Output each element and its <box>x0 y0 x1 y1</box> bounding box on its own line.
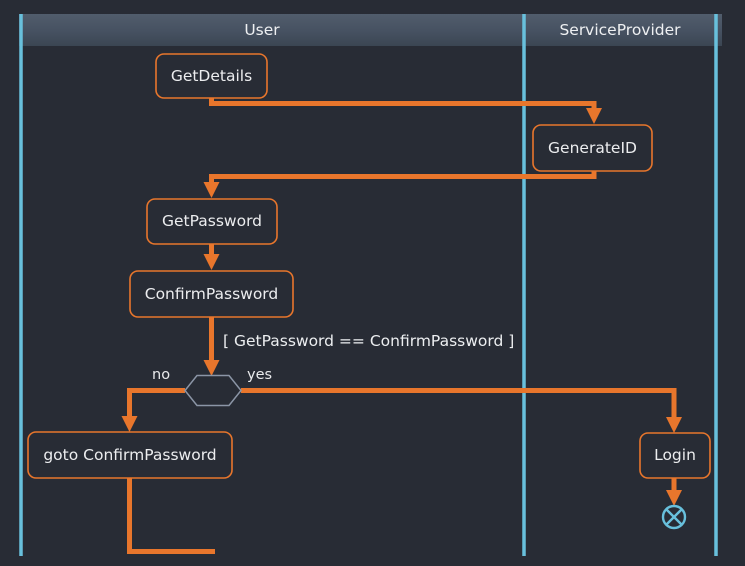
flow-edges <box>127 98 677 554</box>
arrowhead-into-decision <box>203 360 220 376</box>
arrowhead-into-goto <box>121 416 138 432</box>
edge-label-no: no <box>152 367 171 383</box>
activity-node-getpassword[interactable] <box>146 198 278 245</box>
arrowhead-into-confirmpassword <box>203 254 220 270</box>
activity-node-goto-confirmpassword[interactable] <box>27 431 233 479</box>
activity-node-generateid[interactable] <box>532 124 653 172</box>
edge-generateid-to-getpassword <box>209 171 597 192</box>
edge-decision-yes-to-login <box>241 388 677 426</box>
lane-title-user-text: User <box>244 21 280 39</box>
edge-getdetails-to-generateid <box>209 98 597 118</box>
decision-diamond[interactable] <box>184 374 242 407</box>
arrowhead-into-end <box>666 490 682 506</box>
activity-node-confirmpassword[interactable] <box>129 270 294 318</box>
arrowhead-into-getpassword <box>203 182 220 198</box>
activity-node-getdetails[interactable] <box>155 53 268 99</box>
arrowhead-into-login <box>666 417 682 433</box>
edge-goto-loopback <box>127 478 215 554</box>
activity-node-login[interactable] <box>639 432 711 479</box>
guard-condition-label: [ GetPassword == ConfirmPassword ] <box>223 332 515 350</box>
end-node-x-stroke-2 <box>665 508 683 526</box>
end-node[interactable] <box>661 504 687 530</box>
edge-label-yes: yes <box>247 367 273 383</box>
edge-decision-no-to-goto <box>127 388 185 425</box>
lane-title-serviceprovider: ServiceProvider <box>524 21 716 39</box>
lane-header-band <box>19 14 722 46</box>
flow-arrowheads <box>121 108 682 506</box>
lane-title-user: User <box>0 21 524 39</box>
lane-title-serviceprovider-text: ServiceProvider <box>559 21 681 39</box>
arrowhead-into-generateid <box>586 108 602 124</box>
